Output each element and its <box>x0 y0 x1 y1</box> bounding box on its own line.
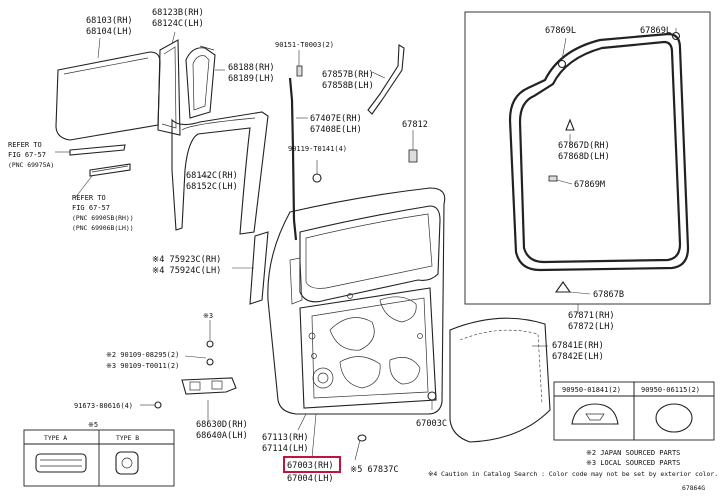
refer2-line3: (PNC 69905B(RH)) <box>72 214 134 222</box>
label-68188[interactable]: 68188(RH) <box>228 63 275 73</box>
figure-code: 67864G <box>682 484 705 492</box>
refer2-line2: FIG 67-57 <box>72 204 110 212</box>
quarter-glass <box>157 39 181 136</box>
type-box <box>23 429 175 487</box>
label-67869l-a[interactable]: 67869L <box>545 26 576 36</box>
label-90109a[interactable]: ※2 90109-08295(2) <box>106 351 179 359</box>
label-90151[interactable]: 90151-T0003(2) <box>275 41 334 49</box>
bolt-90119 <box>312 160 322 183</box>
label-91673[interactable]: 91673-80616(4) <box>74 402 133 410</box>
label-75923c[interactable]: ※4 75923C(RH) <box>152 255 221 265</box>
label-type-b: TYPE B <box>116 434 139 442</box>
label-note5: ※5 <box>88 421 98 429</box>
label-67868d[interactable]: 67868D(LH) <box>558 152 610 162</box>
label-67003c[interactable]: 67003C <box>416 419 447 429</box>
door-glass <box>55 51 161 141</box>
label-67113[interactable]: 67113(RH) <box>262 433 309 443</box>
rear-door-panel <box>267 187 446 415</box>
clip-box-90950-06115 <box>633 381 715 441</box>
door-hinge <box>181 377 237 422</box>
label-note3a: ※3 <box>203 312 213 320</box>
plug-67837c <box>357 434 367 442</box>
label-68189[interactable]: 68189(LH) <box>228 74 275 84</box>
label-67407e[interactable]: 67407E(RH) <box>310 114 362 124</box>
corner-weatherstrip <box>185 45 216 119</box>
refer2-line4: (PNC 69906B(LH)) <box>72 224 134 232</box>
label-67867b[interactable]: 67867B <box>593 290 624 300</box>
label-68103[interactable]: 68103(RH) <box>86 16 133 26</box>
label-67871[interactable]: 67871(RH) <box>568 311 615 321</box>
bolt-67003c <box>427 391 437 410</box>
label-67869m[interactable]: 67869M <box>574 180 605 190</box>
note-caution: ※4 Caution in Catalog Search : Color cod… <box>428 470 718 478</box>
label-68152c[interactable]: 68152C(LH) <box>186 182 238 192</box>
run-channel <box>171 111 269 235</box>
label-68142c[interactable]: 68142C(RH) <box>186 171 238 181</box>
label-67003[interactable]: 67003(RH) <box>287 461 334 471</box>
note-local-sourced: ※3 LOCAL SOURCED PARTS <box>586 459 680 467</box>
label-68124c[interactable]: 68124C(LH) <box>152 19 204 29</box>
rear-garnish <box>249 231 269 305</box>
label-68123b[interactable]: 68123B(RH) <box>152 8 204 18</box>
outer-weatherstrip <box>367 44 405 115</box>
refer1-line2: FIG 67-57 <box>8 151 46 159</box>
reference-strips <box>55 144 131 199</box>
note-japan-sourced: ※2 JAPAN SOURCED PARTS <box>586 449 680 457</box>
refer1-line1: REFER TO <box>8 141 42 149</box>
label-67857b[interactable]: 67857B(RH) <box>322 70 374 80</box>
label-67858b[interactable]: 67858B(LH) <box>322 81 374 91</box>
highlight-box-67003 <box>283 456 341 473</box>
label-90119[interactable]: 90119-T0141(4) <box>288 145 347 153</box>
refer1-line3: (PNC 69975A) <box>8 161 54 169</box>
label-90950-01841[interactable]: 90950-01841(2) <box>562 386 621 394</box>
label-67812[interactable]: 67812 <box>402 120 428 130</box>
weatherstrip-inset <box>464 11 711 305</box>
belt-molding <box>288 77 298 241</box>
label-67837c[interactable]: ※5 67837C <box>350 465 399 475</box>
clip-90151 <box>296 50 303 77</box>
part-67812 <box>408 130 418 163</box>
refer2-line1: REFER TO <box>72 194 106 202</box>
label-68640a[interactable]: 68640A(LH) <box>196 431 248 441</box>
label-67869l-b[interactable]: 67869L <box>640 26 671 36</box>
label-type-a: TYPE A <box>44 434 67 442</box>
label-67842e[interactable]: 67842E(LH) <box>552 352 604 362</box>
label-90109b[interactable]: ※3 90109-T0011(2) <box>106 362 179 370</box>
label-67872[interactable]: 67872(LH) <box>568 322 615 332</box>
label-90950-06115[interactable]: 90950-06115(2) <box>641 386 700 394</box>
door-trim-panel <box>449 317 551 443</box>
label-67114[interactable]: 67114(LH) <box>262 444 309 454</box>
hinge-bolts <box>140 320 214 409</box>
label-75924c[interactable]: ※4 75924C(LH) <box>152 266 221 276</box>
label-67867d[interactable]: 67867D(RH) <box>558 141 610 151</box>
label-67408e[interactable]: 67408E(LH) <box>310 125 362 135</box>
label-68104[interactable]: 68104(LH) <box>86 27 133 37</box>
label-67004[interactable]: 67004(LH) <box>287 474 334 484</box>
label-68630d[interactable]: 68630D(RH) <box>196 420 248 430</box>
label-67841e[interactable]: 67841E(RH) <box>552 341 604 351</box>
